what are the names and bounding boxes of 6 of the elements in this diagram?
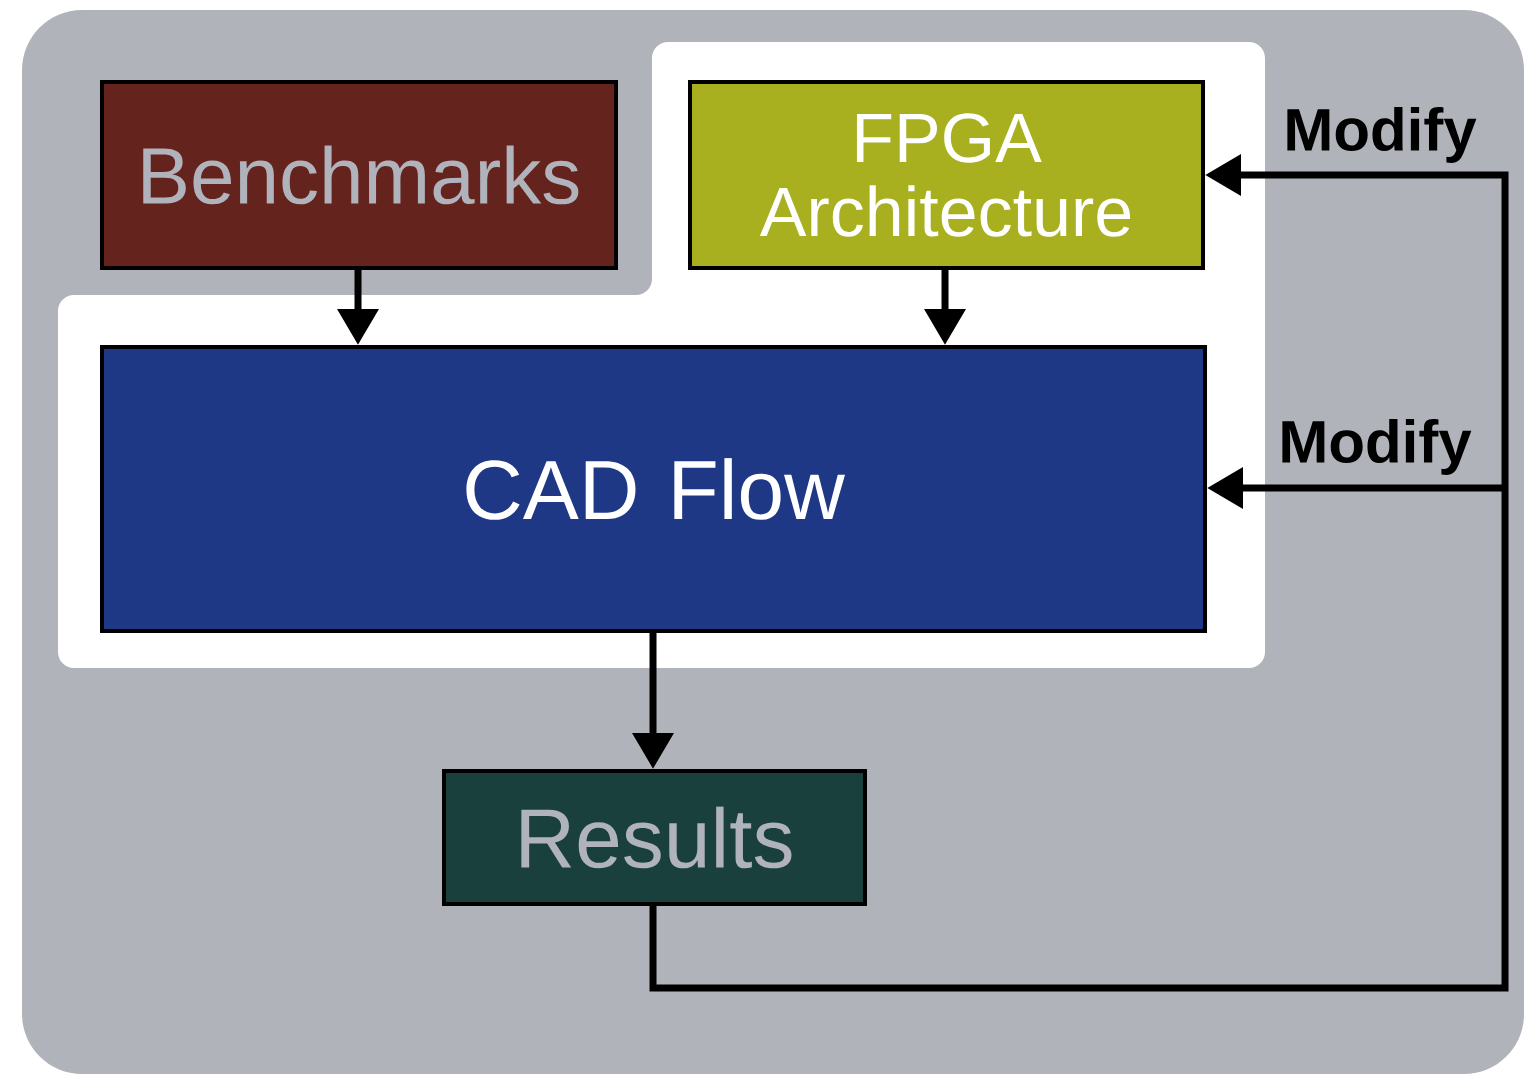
process-box: Results (442, 769, 867, 906)
process-box: Benchmarks (100, 80, 618, 270)
process-box: CAD Flow (100, 345, 1207, 633)
edge-label: Modify (1287, 107, 1477, 163)
process-box: FPGA Architecture (688, 80, 1205, 270)
edge-label: Modify (1282, 419, 1472, 475)
